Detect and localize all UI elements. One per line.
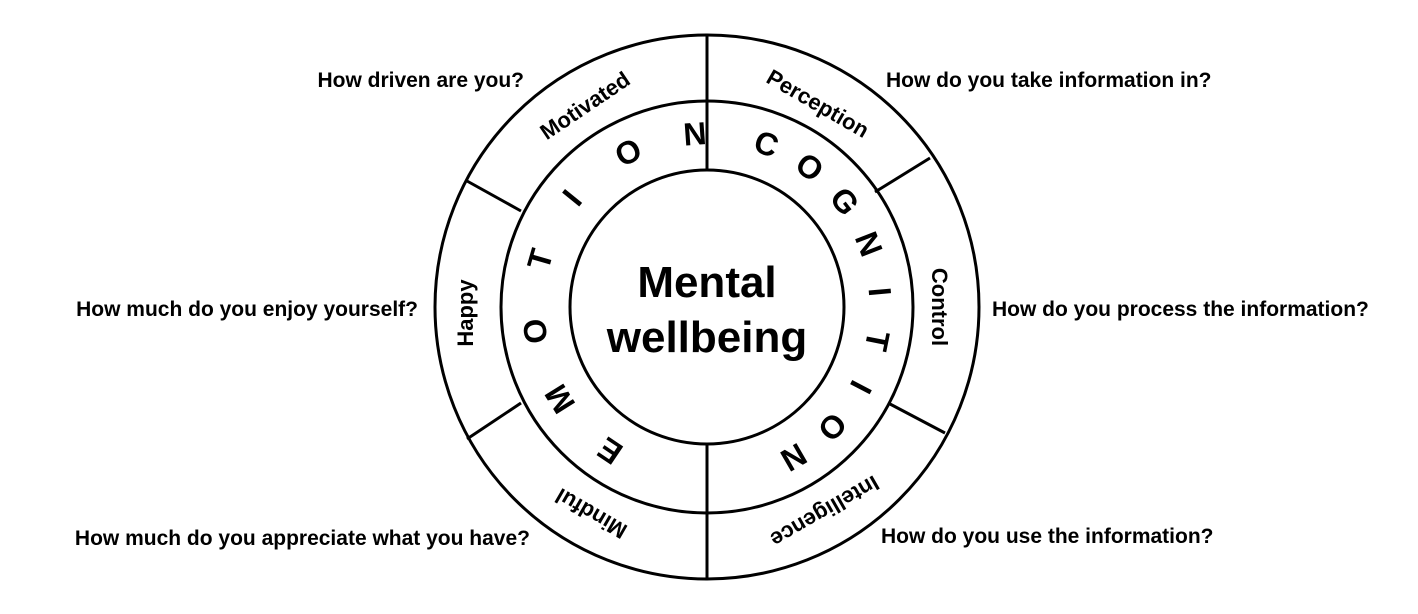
emotion-letter: I [555, 183, 589, 213]
cognition-letter: O [811, 406, 854, 449]
cognition-letter: G [823, 181, 867, 223]
cognition-letter: N [848, 227, 890, 262]
question-intelligence: How do you use the information? [881, 525, 1214, 548]
segment-label-control: Control [927, 268, 952, 346]
center-title-line1: Mental [637, 258, 776, 307]
emotion-letter: O [516, 316, 555, 346]
segment-label-intelligence: Intelligence [766, 470, 883, 552]
segment-label-happy: Happy [453, 279, 478, 347]
emotion-letter: O [609, 131, 648, 174]
divider-lower-left [466, 401, 522, 441]
emotion-letter: N [682, 115, 708, 153]
cognition-letter: O [789, 145, 830, 189]
question-happy: How much do you enjoy yourself? [76, 298, 418, 321]
segment-label-motivated: Motivated [536, 67, 635, 145]
cognition-letter: C [749, 123, 783, 165]
emotion-letter: T [520, 244, 560, 273]
question-control: How do you process the information? [992, 298, 1369, 321]
emotion-letter: M [538, 378, 583, 420]
emotion-letter: E [591, 430, 629, 472]
center-title-line2: wellbeing [606, 313, 807, 362]
cognition-letter: I [843, 375, 879, 400]
divider-upper-right [874, 156, 931, 194]
cognition-letter: T [858, 328, 897, 355]
divider-upper-left [466, 179, 522, 213]
question-motivated: How driven are you? [317, 69, 524, 92]
inner-circle [568, 168, 846, 446]
divider-lower-right [889, 402, 946, 435]
cognition-letter: N [775, 436, 813, 479]
cognition-letter: I [862, 286, 899, 298]
question-mindful: How much do you appreciate what you have… [74, 527, 530, 550]
question-perception: How do you take information in? [886, 69, 1212, 92]
